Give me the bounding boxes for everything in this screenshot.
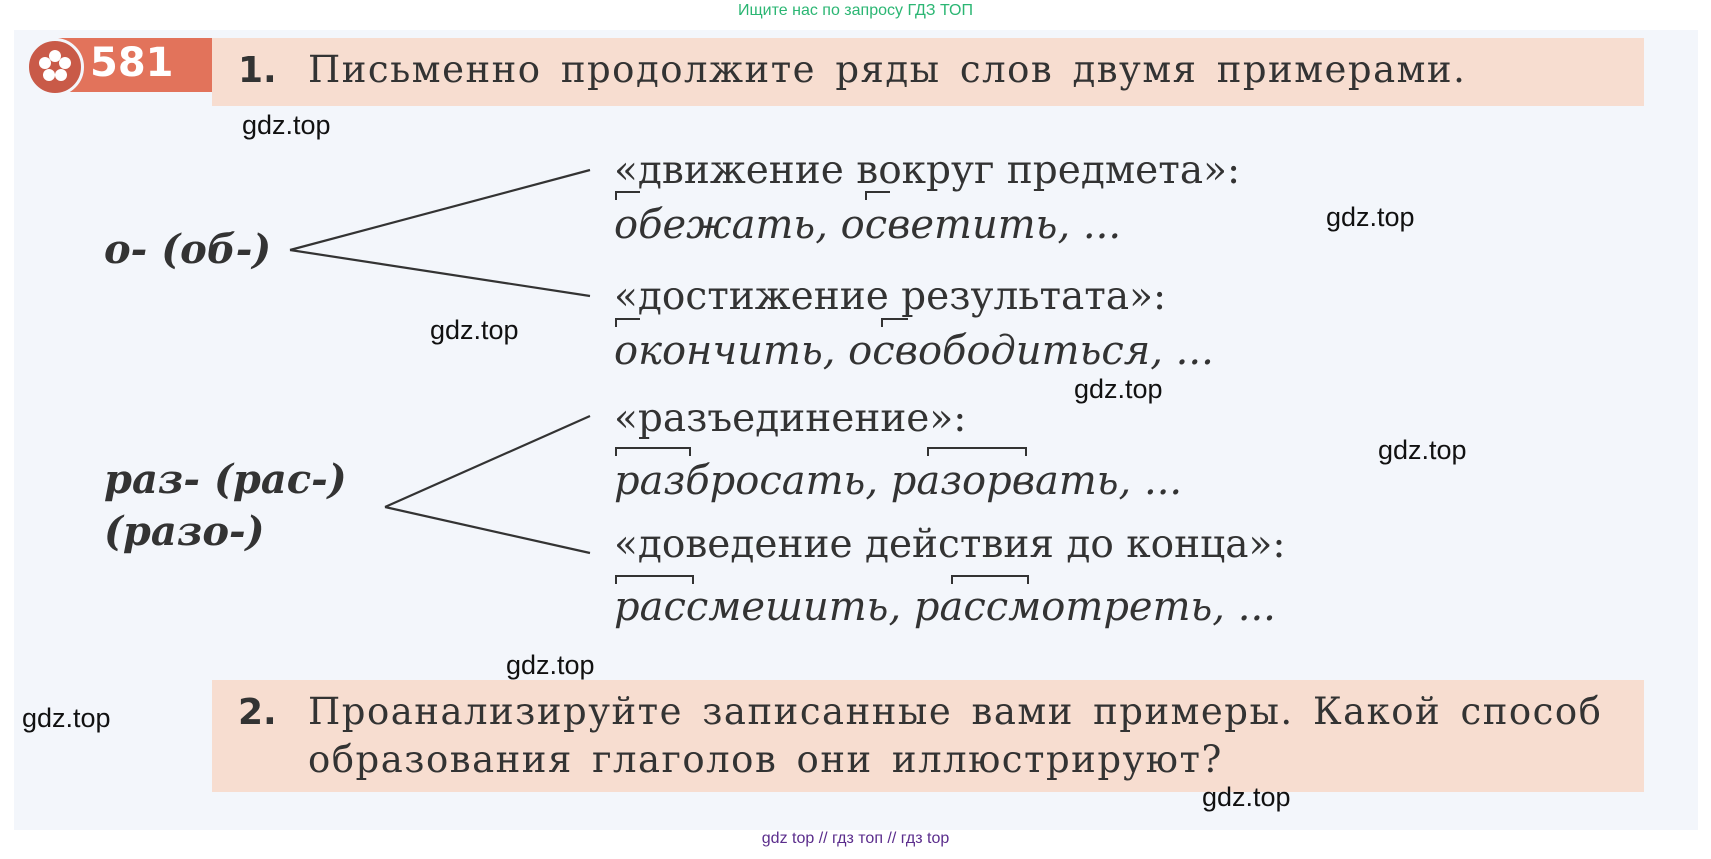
- footer-links: gdz top // гдз топ // гдз top: [761, 830, 950, 847]
- top-banner: Ищите нас по запросу ГДЗ ТОП: [738, 2, 973, 19]
- examples-text: разбросать, разорвать, ...: [614, 458, 1183, 504]
- prefix-group1: о- (об-): [104, 226, 272, 273]
- prefix-marks: [615, 191, 1029, 584]
- watermark: gdz.top: [1378, 435, 1467, 465]
- watermark: gdz.top: [1074, 374, 1163, 404]
- task2-bar: 2. Проанализируйте записанные вами приме…: [212, 680, 1644, 792]
- examples-text: обежать, осветить, ...: [614, 202, 1122, 248]
- meaning-text: «движение вокруг предмета»:: [614, 148, 1241, 193]
- task1-number: 1.: [238, 50, 277, 91]
- prefix-group2-line1: раз- (рас-): [104, 456, 347, 503]
- meaning-text: «доведение действия до конца»:: [614, 522, 1286, 567]
- branch-line: [289, 168, 591, 252]
- task1-text: Письменно продолжите ряды слов двумя при…: [308, 48, 1467, 91]
- watermark: gdz.top: [1326, 202, 1415, 232]
- meaning-text: «достижение результата»:: [614, 274, 1167, 319]
- flower-icon-glyph: [39, 50, 71, 81]
- meaning-text: «разъединение»:: [614, 396, 967, 441]
- exercise-badge: 581: [26, 38, 212, 96]
- examples-text: рассмешить, рассмотреть, ...: [614, 584, 1276, 630]
- branch-line: [289, 248, 591, 298]
- task1-bar: 1. Письменно продолжите ряды слов двумя …: [212, 38, 1644, 106]
- watermark: gdz.top: [506, 650, 595, 680]
- watermark: gdz.top: [242, 110, 331, 140]
- task2-line1: Проанализируйте записанные вами примеры.…: [308, 690, 1603, 733]
- watermark: gdz.top: [430, 315, 519, 345]
- branch-line: [384, 414, 591, 509]
- branch-line: [384, 505, 591, 555]
- exercise-number: 581: [90, 40, 174, 86]
- prefix-group2-line2: (разо-): [104, 508, 265, 555]
- flower-icon: [26, 38, 84, 96]
- watermark: gdz.top: [1202, 782, 1291, 812]
- task2-number: 2.: [238, 692, 277, 733]
- examples-text: окончить, освободиться, ...: [614, 328, 1214, 374]
- watermark: gdz.top: [22, 703, 111, 733]
- task2-line2: образования глаголов они иллюстрируют?: [308, 738, 1223, 781]
